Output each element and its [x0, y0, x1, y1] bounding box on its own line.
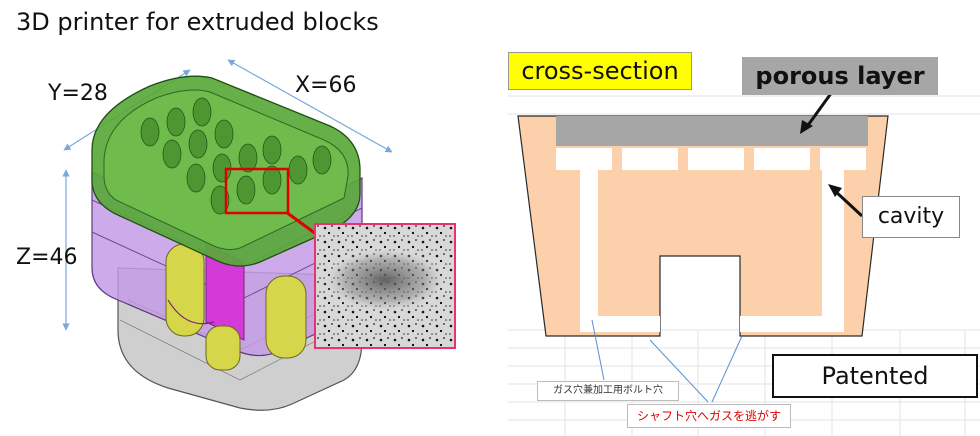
page-title: 3D printer for extruded blocks	[16, 8, 379, 36]
cavity-arrow	[832, 188, 864, 218]
section-outline	[517, 115, 889, 337]
cavity-label: cavity	[862, 196, 960, 238]
dimension-z-label: Z=46	[16, 245, 78, 270]
cross-section-label: cross-section	[508, 52, 692, 90]
porous-layer-label: porous layer	[742, 57, 938, 95]
printer-3d-model	[62, 59, 456, 411]
porous-layer-bar	[556, 116, 868, 146]
dimension-x-label: X=66	[295, 73, 357, 98]
cross-section-diagram	[508, 91, 980, 436]
zoom-region-box	[224, 167, 290, 215]
dimension-y-label: Y=28	[48, 81, 108, 106]
bolt-hole-note: ガス穴兼加工用ボルト穴	[537, 381, 679, 401]
shaft-gas-note: シャフト穴へガスを逃がす	[627, 404, 791, 428]
patented-label: Patented	[772, 354, 978, 398]
x-dimension-arrow	[227, 59, 393, 153]
porous-arrow	[804, 91, 834, 129]
